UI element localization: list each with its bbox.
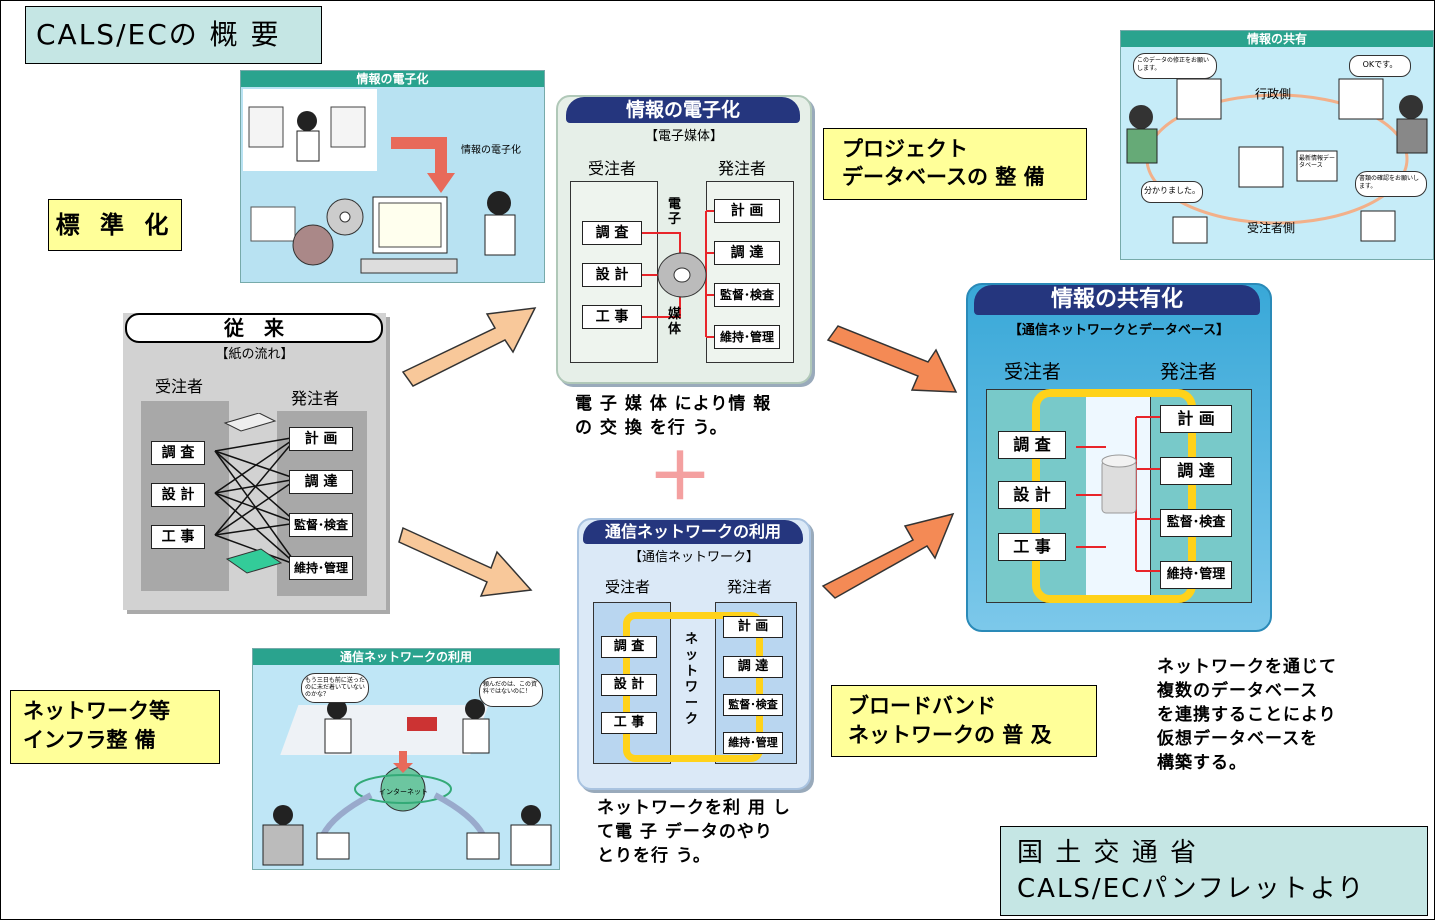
arrow-network-to-shared (821, 512, 955, 599)
network-left-cell-2: 工 事 (601, 712, 657, 734)
plus-sign: ＋ (648, 441, 712, 515)
panel-shared: 情報の共有化 【通信ネットワークとデータベース】 受注者 発注者 調 査 設 計… (966, 283, 1272, 632)
arrow-to-network (398, 526, 533, 597)
traditional-left-head: 受注者 (155, 377, 204, 396)
panel-electronic: 情報の電子化 【電子媒体】 受注者 発注者 電子 媒体 調 査 設 計 工 事 … (556, 95, 812, 384)
electronic-left-cell-0: 調 査 (582, 221, 642, 245)
shared-right-cell-2: 監督･検査 (1160, 509, 1232, 537)
illustration-sharing-art (1126, 78, 1428, 244)
illustration-digitize-label: 情報の電子化 (461, 145, 521, 156)
shared-left-cell-1: 設 計 (998, 481, 1066, 509)
illustration-network-use-bubble-left: もう三日も前に送ったのに未だ着いていないのかな？ (301, 673, 369, 703)
arrow-electronic-to-shared (826, 325, 958, 393)
slide-title: CALS/ECの 概 要 (25, 6, 322, 64)
traditional-left-cell-1: 設 計 (151, 483, 205, 507)
shared-right-cell-1: 調 達 (1160, 457, 1232, 485)
network-left-head: 受注者 (605, 578, 651, 596)
shared-subtitle: 【通信ネットワークとデータベース】 (1008, 323, 1230, 338)
traditional-right-head: 発注者 (291, 389, 340, 408)
shared-right-head: 発注者 (1160, 361, 1218, 383)
electronic-left-cell-1: 設 計 (582, 263, 642, 287)
panel-network: 通信ネットワークの利用 【通信ネットワーク】 受注者 発注者 ネットワーク 調 … (577, 518, 811, 790)
traditional-title: 従 来 (125, 313, 383, 343)
shared-left-head: 受注者 (1004, 361, 1062, 383)
illustration-sharing-bubble-1: このデータの修正をお願いします。 (1133, 53, 1217, 79)
illustration-sharing-bubble-2: OKです。 (1349, 55, 1411, 77)
caption-virtual-database: ネットワークを通じて 複数のデータベース を連携することにより 仮想データベース… (1157, 657, 1337, 773)
network-left-cell-0: 調 査 (601, 636, 657, 658)
network-right-head: 発注者 (727, 578, 773, 596)
network-title: 通信ネットワークの利用 (583, 520, 803, 544)
caption-network-use: ネットワークを利 用 し て電 子 データのやり とりを行 う。 (597, 798, 791, 866)
illustration-sharing-bubble-4: 書類の確認をお願いします。 (1355, 171, 1427, 197)
label-project-database: プロジェクト データベースの 整 備 (823, 128, 1087, 200)
electronic-media-label-bottom: 媒体 (668, 307, 682, 337)
electronic-media-label-top: 電子 (668, 197, 682, 227)
illustration-sharing-admin-label: 行政側 (1255, 87, 1292, 101)
illustration-network-use: 通信ネットワークの利用 もう三日も前に送ったのに未だ着いていないのかな？ 頼んだ… (252, 648, 560, 870)
traditional-left-cell-0: 調 査 (151, 441, 205, 465)
label-network-infra: ネットワーク等 インフラ整 備 (10, 690, 220, 764)
network-left-cell-1: 設 計 (601, 674, 657, 696)
network-middle-label: ネットワーク (685, 632, 699, 727)
electronic-right-cell-2: 監督･検査 (714, 283, 780, 307)
illustration-digitize-art (243, 89, 516, 274)
label-standardization: 標 準 化 (48, 199, 182, 251)
network-right-cell-3: 維持･管理 (723, 732, 783, 754)
illustration-network-use-globe-label: インターネット (379, 788, 428, 796)
illustration-sharing-center-label: 最新情報データベース (1299, 155, 1336, 169)
network-right-cell-1: 調 達 (723, 656, 783, 678)
traditional-paper-flow (214, 413, 298, 574)
electronic-subtitle: 【電子媒体】 (644, 129, 723, 144)
illustration-network-use-art (262, 699, 552, 866)
electronic-left-cell-2: 工 事 (582, 305, 642, 329)
arrow-to-electronic (401, 307, 537, 387)
illustration-network-use-header: 通信ネットワークの利用 (253, 649, 559, 665)
electronic-right-head: 発注者 (718, 159, 767, 178)
shared-left-cell-2: 工 事 (998, 533, 1066, 561)
network-subtitle: 【通信ネットワーク】 (628, 550, 759, 565)
electronic-right-cell-0: 計 画 (714, 199, 780, 223)
traditional-right-cell-2: 監督･検査 (289, 513, 353, 537)
source-credit: 国 土 交 通 省 CALS/ECパンフレットより (1000, 826, 1428, 916)
network-right-cell-0: 計 画 (723, 616, 783, 638)
illustration-sharing-bubble-3: 分かりました。 (1141, 181, 1203, 203)
shared-title: 情報の共有化 (974, 285, 1260, 315)
illustration-sharing-contractor-label: 受注者側 (1247, 221, 1296, 235)
shared-right-cell-3: 維持･管理 (1160, 561, 1232, 589)
traditional-left-cell-2: 工 事 (151, 525, 205, 549)
electronic-right-cell-3: 維持･管理 (714, 325, 780, 349)
caption-electronic-media: 電 子 媒 体 により情 報 の 交 換 を行 う。 (575, 394, 772, 438)
illustration-digitize-header: 情報の電子化 (241, 71, 544, 87)
shared-right-cell-0: 計 画 (1160, 405, 1232, 433)
panel-traditional: 従 来 【紙の流れ】 受注者 発注者 調 査 設 計 工 事 計 画 調 達 監… (123, 313, 386, 610)
shared-left-cell-0: 調 査 (998, 431, 1066, 459)
illustration-sharing: 情報の共有 このデータの修正をお願いします。 OKです。 分かりました。 書類の… (1120, 30, 1434, 260)
traditional-subtitle: 【紙の流れ】 (215, 347, 294, 362)
source-ministry: 国 土 交 通 省 (1017, 838, 1199, 868)
electronic-right-cell-1: 調 達 (714, 241, 780, 265)
label-broadband: ブロードバンド ネットワークの 普 及 (831, 685, 1097, 757)
network-right-cell-2: 監督･検査 (723, 694, 783, 716)
illustration-sharing-header: 情報の共有 (1121, 31, 1433, 47)
traditional-right-cell-1: 調 達 (289, 470, 353, 494)
source-pamphlet: CALS/ECパンフレットより (1017, 874, 1366, 904)
traditional-right-cell-0: 計 画 (289, 427, 353, 451)
electronic-title: 情報の電子化 (566, 97, 800, 123)
shared-database-links (1076, 416, 1162, 572)
electronic-left-head: 受注者 (588, 159, 637, 178)
illustration-network-use-bubble-right: 頼んだのは、この資料ではないのに！ (479, 677, 543, 707)
traditional-right-cell-3: 維持･管理 (289, 556, 353, 580)
illustration-digitize: 情報の電子化 情報の電子化 (240, 70, 545, 283)
